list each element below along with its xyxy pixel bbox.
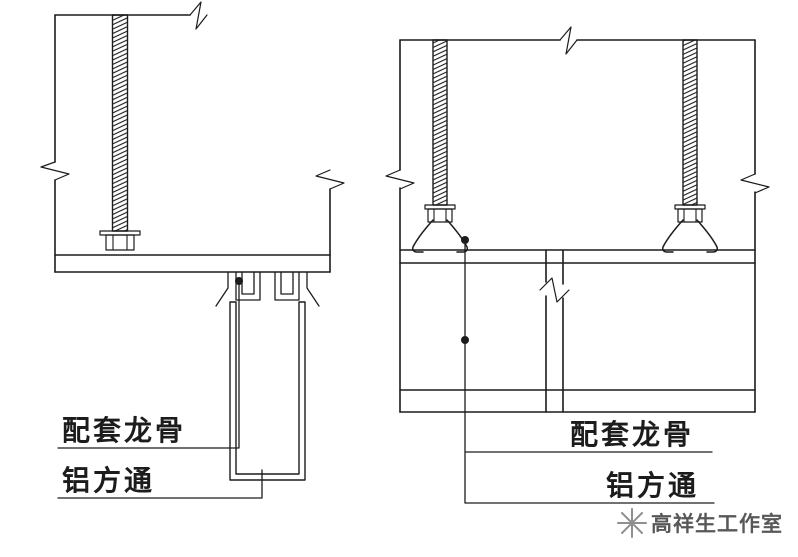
carrier-keel-lines xyxy=(399,249,756,264)
leader-dot xyxy=(461,336,469,344)
carrier-channel-lines xyxy=(54,254,331,273)
hex-nut xyxy=(427,208,453,223)
hex-nut-facets xyxy=(112,234,128,251)
aluminum-tube-profile xyxy=(229,301,306,481)
leader-line xyxy=(464,239,715,504)
break-mark-icon xyxy=(740,173,770,194)
hex-nut xyxy=(677,208,703,223)
threaded-rod xyxy=(682,39,698,206)
threaded-rod xyxy=(432,39,448,206)
break-mark-icon xyxy=(385,169,415,190)
break-mark-icon xyxy=(40,161,70,181)
break-mark-icon xyxy=(539,277,570,303)
leader-line xyxy=(57,469,263,499)
keel-label: 配套龙骨 xyxy=(62,414,186,447)
hex-nut-facets xyxy=(433,208,447,223)
tube-label: 铝方通 xyxy=(62,464,155,497)
keel-side-lip xyxy=(306,271,320,307)
hex-nut xyxy=(105,234,135,251)
sparkle-star-icon xyxy=(617,508,647,538)
tube-bottom-lines xyxy=(399,389,756,413)
cross-tube-lines xyxy=(545,249,564,413)
keel-label: 配套龙骨 xyxy=(570,418,694,451)
hanger-clip xyxy=(662,219,718,253)
left-detail xyxy=(40,1,345,499)
tube-label: 铝方通 xyxy=(606,469,699,502)
leader-dot xyxy=(461,236,469,244)
threaded-rod xyxy=(111,14,129,232)
hex-nut-facets xyxy=(683,208,697,223)
break-mark-icon xyxy=(559,26,578,55)
sparkle-star-center xyxy=(629,520,635,526)
leader-line xyxy=(57,280,240,449)
keel-hook xyxy=(274,271,300,301)
keel-side-lip xyxy=(215,271,229,307)
right-detail xyxy=(385,26,770,504)
hanger-clip xyxy=(412,219,468,253)
watermark: 高祥生工作室 xyxy=(617,508,783,538)
watermark-text: 高祥生工作室 xyxy=(651,511,783,536)
break-mark-icon xyxy=(315,169,345,190)
break-mark-icon xyxy=(189,1,208,30)
